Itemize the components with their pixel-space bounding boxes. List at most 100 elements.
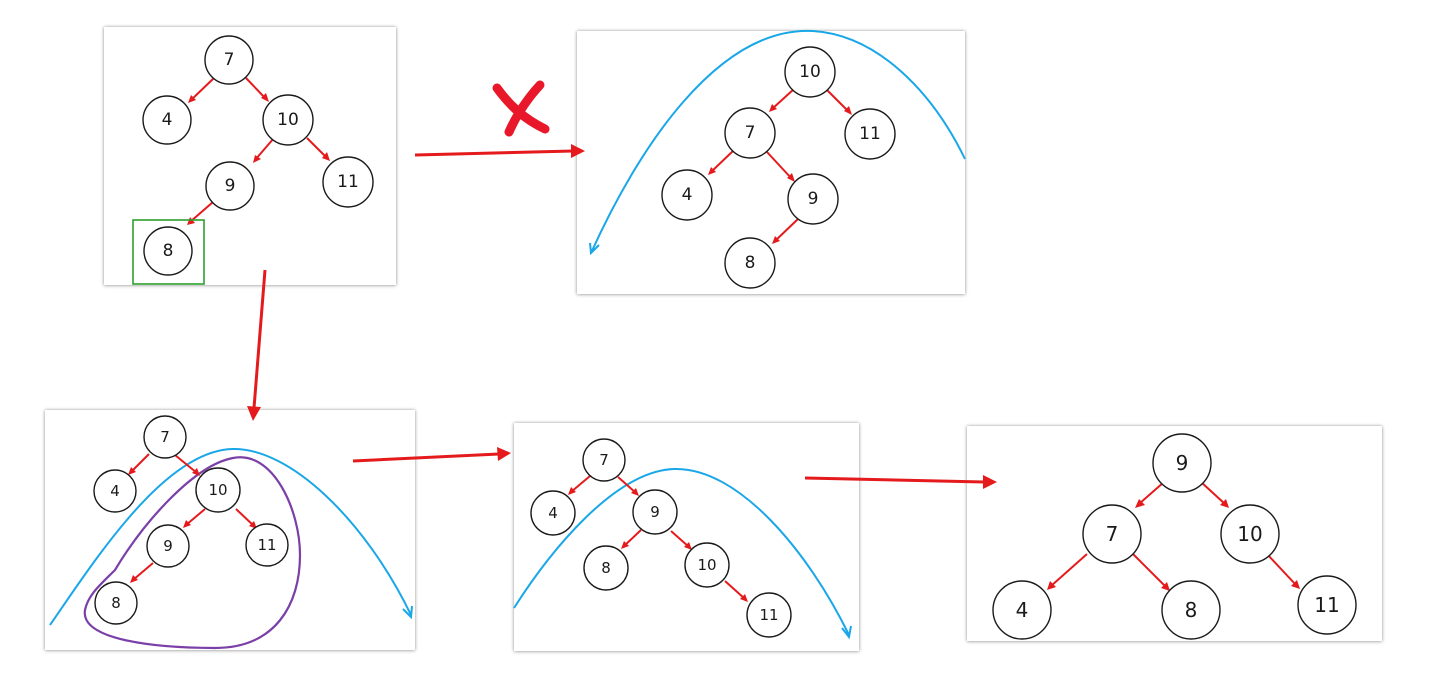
node: 9 — [1152, 433, 1212, 493]
node: 10 — [1220, 504, 1280, 564]
node: 4 — [93, 469, 137, 513]
edge-7-4 — [570, 475, 591, 493]
node: 8 — [143, 226, 193, 276]
node: 11 — [245, 523, 289, 567]
node-label: 9 — [163, 537, 173, 555]
tree-subtree-rotation: 7 4 10 9 11 8 — [49, 415, 413, 650]
node-label: 11 — [759, 606, 778, 624]
node: 8 — [1161, 580, 1221, 640]
node-label: 4 — [110, 482, 120, 500]
arrowhead — [1047, 581, 1056, 590]
node: 9 — [205, 161, 255, 211]
node: 11 — [1297, 575, 1357, 635]
edge-10-9 — [254, 137, 275, 161]
node: 9 — [787, 173, 839, 225]
panel-balanced-tree: 9 7 10 4 8 11 — [967, 426, 1382, 641]
edge-10-11 — [1266, 553, 1297, 586]
edge-7-9 — [766, 151, 793, 180]
node: 7 — [582, 438, 626, 482]
node-label: 4 — [682, 185, 693, 205]
arrowhead — [631, 488, 639, 496]
edge-9-10 — [670, 530, 690, 548]
panel-initial-tree: 7 4 10 9 11 8 — [104, 27, 396, 285]
tree-left-rotation: 7 4 9 8 10 11 — [513, 438, 852, 640]
arrowhead — [568, 487, 576, 495]
node-label: 7 — [160, 428, 170, 446]
node-label: 7 — [1106, 522, 1119, 546]
flow-arrow-down — [252, 269, 267, 409]
node-label: 9 — [225, 176, 236, 196]
flow-arrow-to-rejected — [414, 149, 574, 157]
rotation-curve — [513, 467, 850, 636]
arrowhead — [1161, 582, 1170, 591]
rotation-curve — [590, 29, 966, 254]
node-label: 10 — [799, 62, 821, 82]
node: 8 — [583, 545, 629, 591]
node-label: 11 — [1314, 593, 1339, 617]
node: 7 — [724, 107, 776, 159]
node-label: 9 — [650, 503, 660, 521]
arrowhead — [192, 468, 200, 476]
arrowhead — [261, 93, 269, 102]
edge-10-11 — [724, 580, 746, 600]
node: 9 — [632, 489, 678, 535]
node-label: 11 — [337, 172, 359, 192]
arrowhead — [740, 594, 748, 602]
node: 4 — [661, 169, 713, 221]
arrowhead — [787, 173, 795, 182]
node-label: 4 — [1016, 598, 1029, 622]
node-label: 8 — [1185, 598, 1198, 622]
panel-left-rotation: 7 4 9 8 10 11 — [513, 423, 859, 651]
flow-arrowhead — [497, 447, 511, 461]
arrowhead — [769, 104, 777, 112]
subtree-outline — [83, 456, 302, 650]
edge-7-10 — [245, 77, 267, 100]
arrowhead — [183, 520, 191, 528]
node-label: 8 — [111, 594, 121, 612]
reject-x-mark — [492, 83, 550, 134]
node-label: 9 — [808, 189, 819, 209]
edge-7-4 — [710, 149, 735, 173]
arrowhead — [322, 152, 330, 161]
edge-7-8 — [1132, 553, 1167, 588]
edge-7-4 — [130, 453, 150, 473]
arrowhead — [844, 106, 852, 115]
node: 11 — [322, 156, 374, 208]
arrowhead — [1291, 580, 1300, 589]
tree-initial: 7 4 10 9 11 8 — [132, 35, 374, 285]
tree-balanced: 9 7 10 4 8 11 — [992, 433, 1357, 640]
node-label: 10 — [208, 481, 227, 499]
node: 8 — [724, 237, 776, 289]
edge-7-4 — [189, 77, 215, 102]
node: 10 — [262, 94, 314, 146]
arrowhead — [187, 217, 195, 225]
node-label: 7 — [745, 123, 756, 143]
edge-9-8 — [132, 562, 154, 581]
node-label: 11 — [859, 124, 881, 144]
edge-10-7 — [771, 88, 795, 110]
arrowhead — [130, 575, 138, 583]
curve-arrowhead — [841, 625, 852, 640]
node: 4 — [530, 490, 576, 536]
edge-9-7 — [1138, 481, 1165, 505]
panel-rejected-rotation: 10 7 11 4 9 8 — [577, 29, 966, 294]
node: 7 — [204, 35, 254, 85]
arrowhead — [188, 95, 196, 103]
node-label: 4 — [162, 110, 173, 130]
node: 4 — [992, 580, 1052, 640]
node: 7 — [1082, 504, 1142, 564]
curve-arrowhead — [402, 605, 413, 620]
arrowhead — [772, 236, 780, 244]
node-label: 7 — [224, 50, 235, 70]
node-label: 8 — [163, 241, 174, 261]
arrowhead — [128, 467, 136, 475]
node: 11 — [844, 108, 896, 160]
node: 7 — [143, 415, 187, 459]
node: 11 — [746, 592, 792, 638]
reject-x-mark-stroke — [504, 80, 545, 137]
arrowhead — [621, 541, 629, 549]
edge-9-8 — [189, 201, 214, 223]
edge-10-11 — [235, 508, 255, 527]
node-label: 8 — [745, 253, 756, 273]
node-label: 8 — [601, 559, 611, 577]
